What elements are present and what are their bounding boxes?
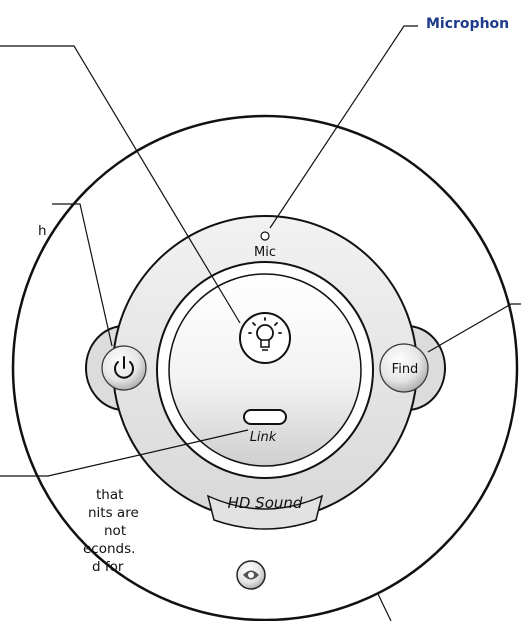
callout-line-bottom: [378, 594, 391, 621]
callout-fragment-line-2: nits are: [88, 505, 139, 522]
link-pill-icon[interactable]: [244, 410, 286, 424]
callout-fragment-top: h: [38, 223, 47, 240]
find-label: Find: [392, 362, 419, 377]
logo-button-icon[interactable]: [237, 561, 265, 589]
callout-fragment-line-4: econds.: [83, 541, 135, 558]
callout-fragment-line-3: not: [104, 523, 126, 540]
mic-label: Mic: [254, 245, 276, 260]
brand-label: HD Sound: [228, 494, 303, 512]
callout-fragment-line-1: that: [96, 487, 123, 504]
callout-microphone: Microphon: [426, 16, 509, 32]
callout-fragment-line-5: d for: [92, 559, 123, 576]
light-bulb-icon[interactable]: [240, 313, 290, 363]
link-label: Link: [250, 430, 277, 445]
mic-hole: [261, 232, 269, 240]
